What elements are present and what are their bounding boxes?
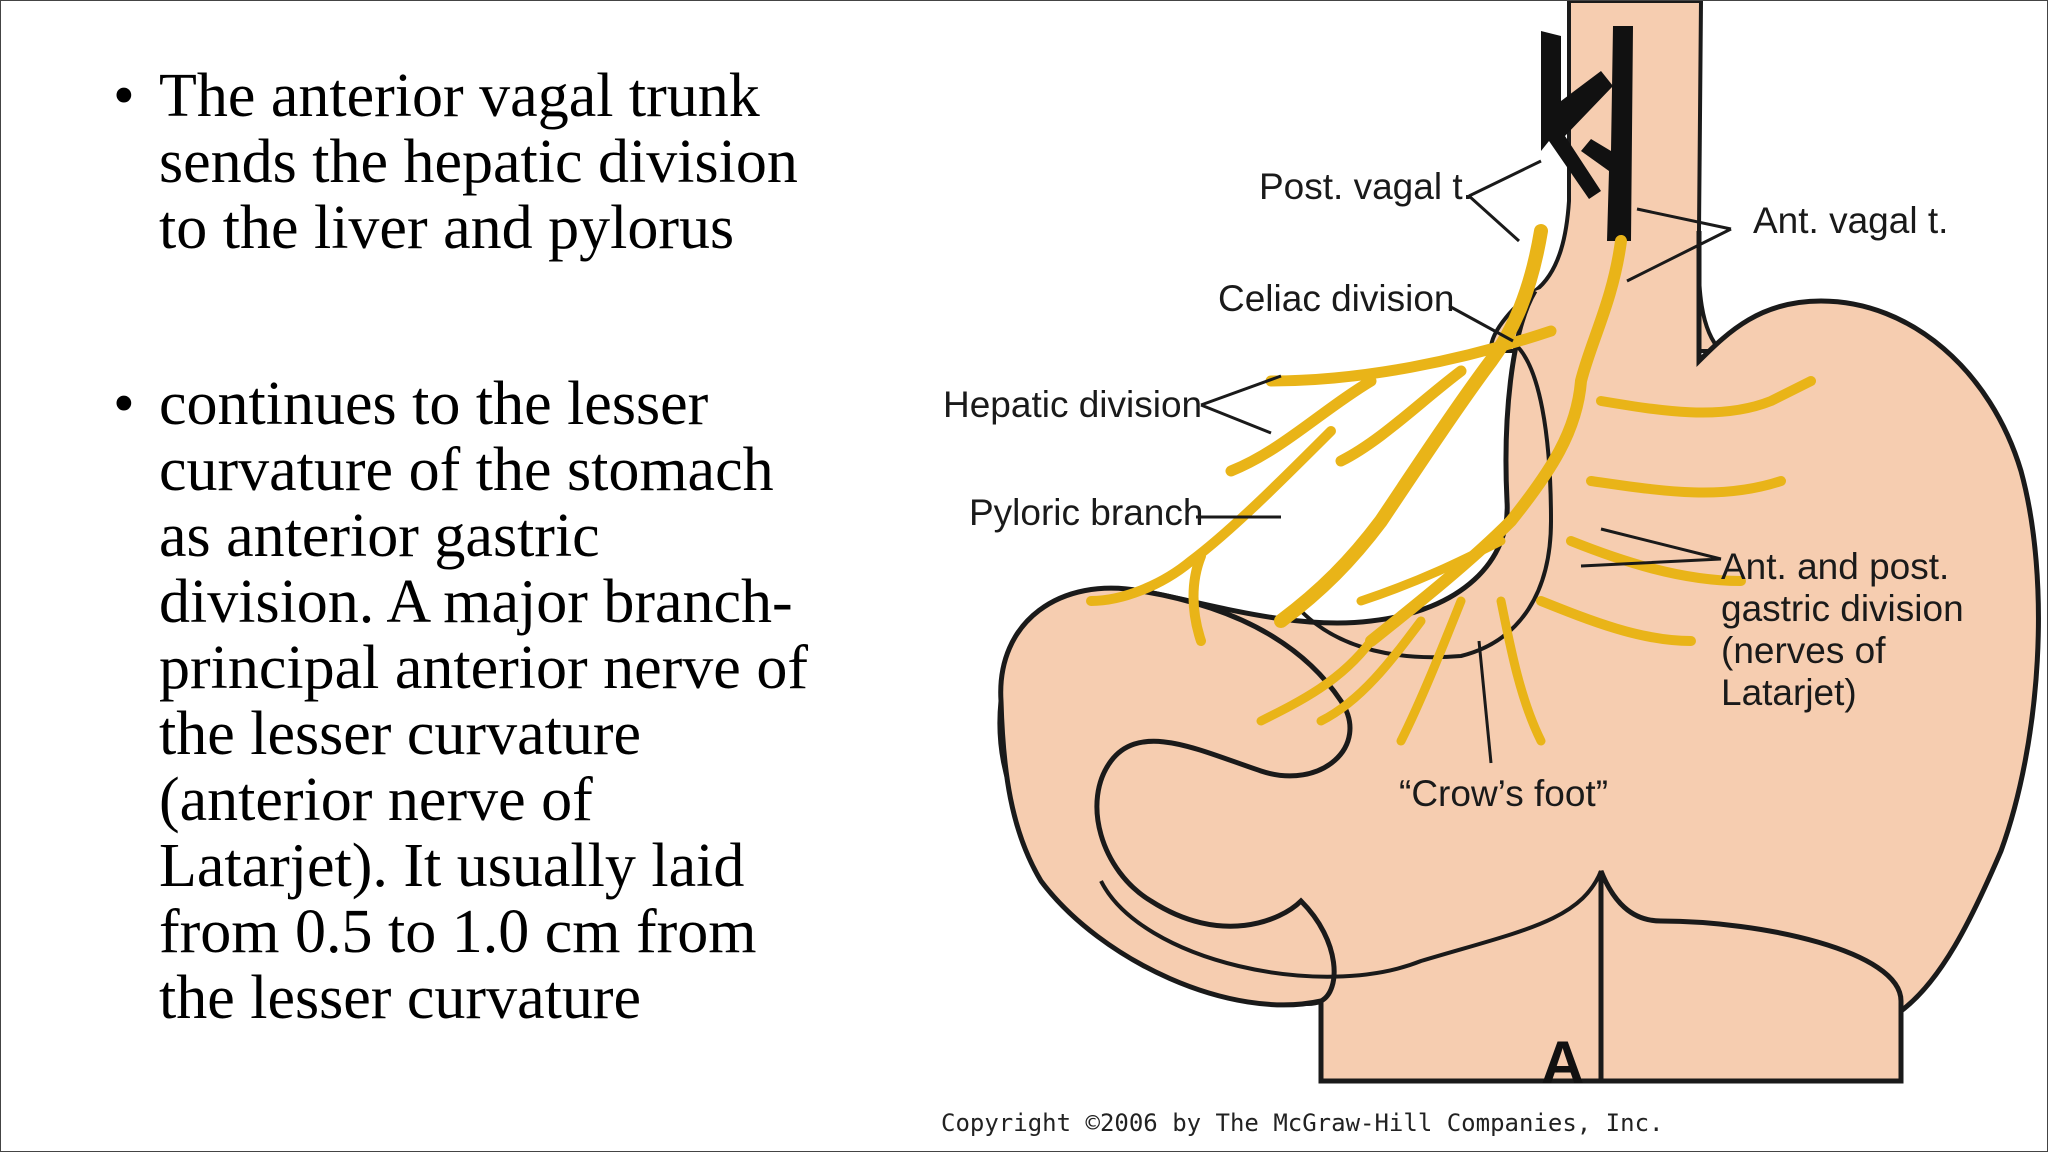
nerve-branches <box>1086 224 1816 746</box>
bullet-marker: • <box>113 62 135 130</box>
label-ant-vagal-trunk: Ant. vagal t. <box>1753 200 1948 241</box>
leader-celiac <box>1448 304 1514 343</box>
nerve-main-trunk <box>1274 224 1548 628</box>
bullet-line: The anterior vagal trunk <box>159 62 760 130</box>
nerve-pyloric <box>1086 426 1336 646</box>
duodenum-shape <box>998 585 1353 1008</box>
label-gastric-division-line1: Ant. and post. <box>1721 546 1949 587</box>
label-hepatic-division: Hepatic division <box>943 384 1202 425</box>
label-crows-foot: “Crow’s foot” <box>1399 773 1608 814</box>
bullet-list: • The anterior vagal trunk sends the hep… <box>113 63 913 1031</box>
bullet-line: curvature of the stomach <box>159 436 774 504</box>
stomach-fold <box>1099 870 1603 979</box>
leader-crows-foot <box>1477 640 1493 764</box>
nerve-ant-trunk <box>1365 235 1627 647</box>
leader-post-vagal <box>1467 159 1542 243</box>
post-vagal-trunk <box>1541 31 1613 199</box>
leader-lines <box>1196 159 1732 764</box>
bullet-line: continues to the lesser <box>159 370 709 438</box>
leader-ant-vagal <box>1626 207 1732 283</box>
lesser-curvature-outline <box>1299 339 1554 660</box>
bullet-line: to the liver and pylorus <box>159 194 735 262</box>
bullet-line: as anterior gastric <box>159 502 600 570</box>
nerve-hepatic <box>1225 325 1557 477</box>
bullet-line: from 0.5 to 1.0 cm from <box>159 898 757 966</box>
nerve-crows-foot <box>1256 536 1546 746</box>
bullet-line: the lesser curvature <box>159 964 641 1032</box>
panel-letter: A <box>1541 1029 1584 1096</box>
label-pyloric-branch: Pyloric branch <box>969 492 1203 533</box>
label-gastric-division-line2: gastric division <box>1721 588 1964 629</box>
bullet-item-1: • The anterior vagal trunk sends the hep… <box>113 63 913 261</box>
bullet-item-2: • continues to the lesser curvature of t… <box>113 371 913 1031</box>
ant-vagal-trunk <box>1581 26 1633 241</box>
label-post-vagal-trunk: Post. vagal t. <box>1259 166 1473 207</box>
bullet-line: the lesser curvature <box>159 700 641 768</box>
duodenum-tube <box>1598 870 1904 1084</box>
bullet-line: (anterior nerve of <box>159 766 593 834</box>
label-gastric-division-line3: (nerves of <box>1721 630 1886 671</box>
anatomy-figure-svg: Post. vagal t. Ant. vagal t. Celiac divi… <box>941 1 2041 1137</box>
nerve-gastric-right <box>1536 376 1816 646</box>
bullet-line: division. A major branch- <box>159 568 793 636</box>
bullet-marker: • <box>113 370 135 438</box>
label-celiac-division: Celiac division <box>1218 278 1455 319</box>
copyright-notice: Copyright ©2006 by The McGraw-Hill Compa… <box>941 1109 1663 1137</box>
label-gastric-division-line4: Latarjet) <box>1721 672 1857 713</box>
leader-hepatic <box>1200 374 1282 435</box>
bullet-line: principal anterior nerve of <box>159 634 808 702</box>
leader-gastric <box>1580 527 1722 568</box>
stomach-vagus-illustration: Post. vagal t. Ant. vagal t. Celiac divi… <box>901 1 2047 1151</box>
bullet-line: sends the hepatic division <box>159 128 798 196</box>
bullet-line: Latarjet). It usually laid <box>159 832 745 900</box>
